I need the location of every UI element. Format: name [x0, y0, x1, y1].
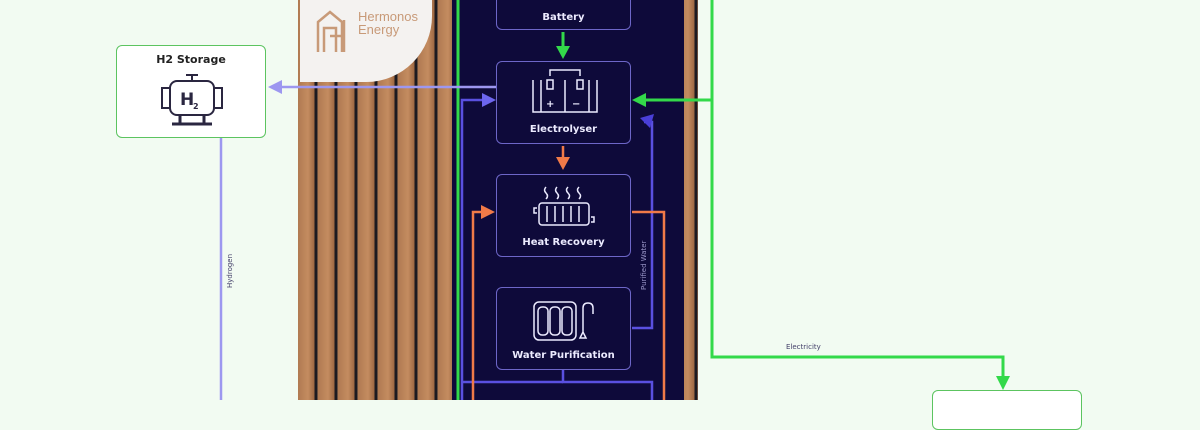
heat-line-right	[632, 210, 666, 400]
flow-connectors	[219, 0, 1010, 400]
brand-name: Hermonos Energy	[358, 10, 418, 36]
battery-node[interactable]: Battery	[496, 0, 631, 30]
svg-text:+: +	[546, 99, 554, 110]
brand-logo-card: Hermonos Energy	[300, 0, 432, 82]
purified-water-line	[632, 120, 654, 330]
electricity-flow-label: Electricity	[786, 343, 821, 351]
water-arrow-electrolyser	[482, 93, 496, 107]
brand-name-line2: Energy	[358, 22, 400, 37]
h2-storage-label: H2 Storage	[156, 53, 226, 66]
purified-water-arrow	[640, 114, 654, 128]
heat-recovery-label: Heat Recovery	[522, 237, 605, 248]
water-filter-icon	[533, 301, 594, 341]
electricity-line-right	[710, 0, 1005, 378]
radiator-icon	[533, 186, 595, 226]
purified-water-flow-label: Purified Water	[640, 240, 648, 290]
h2-tank-icon: H 2	[161, 74, 223, 126]
svg-text:−: −	[572, 99, 580, 110]
electricity-arrow-electrolyser	[632, 93, 646, 107]
brand-logo-icon	[316, 10, 346, 52]
electrolyser-icon: + −	[532, 69, 598, 113]
water-purification-label: Water Purification	[512, 350, 615, 361]
brand-name-line1: Hermonos	[358, 9, 418, 24]
hydrogen-arrow	[268, 80, 282, 94]
system-panel	[452, 0, 684, 400]
h2-storage-node[interactable]: H2 Storage H 2	[116, 45, 266, 138]
electricity-arrow-down	[996, 376, 1010, 390]
heat-recovery-node[interactable]: Heat Recovery	[496, 174, 631, 257]
svg-text:H: H	[180, 90, 194, 110]
heat-arrow-right	[481, 205, 495, 219]
svg-text:2: 2	[193, 102, 199, 111]
heat-arrow-down	[556, 157, 570, 170]
electrolyser-node[interactable]: + − Electrolyser	[496, 61, 631, 144]
electricity-arrow-battery	[556, 46, 570, 59]
hydrogen-flow-label: Hydrogen	[226, 253, 234, 288]
battery-label: Battery	[542, 12, 585, 23]
electrolyser-label: Electrolyser	[529, 124, 598, 135]
water-line-left	[460, 98, 486, 400]
water-purification-node[interactable]: Water Purification	[496, 287, 631, 370]
electricity-destination-node[interactable]	[932, 390, 1082, 430]
heat-line-left	[471, 210, 484, 400]
water-line-bottom	[561, 370, 654, 400]
